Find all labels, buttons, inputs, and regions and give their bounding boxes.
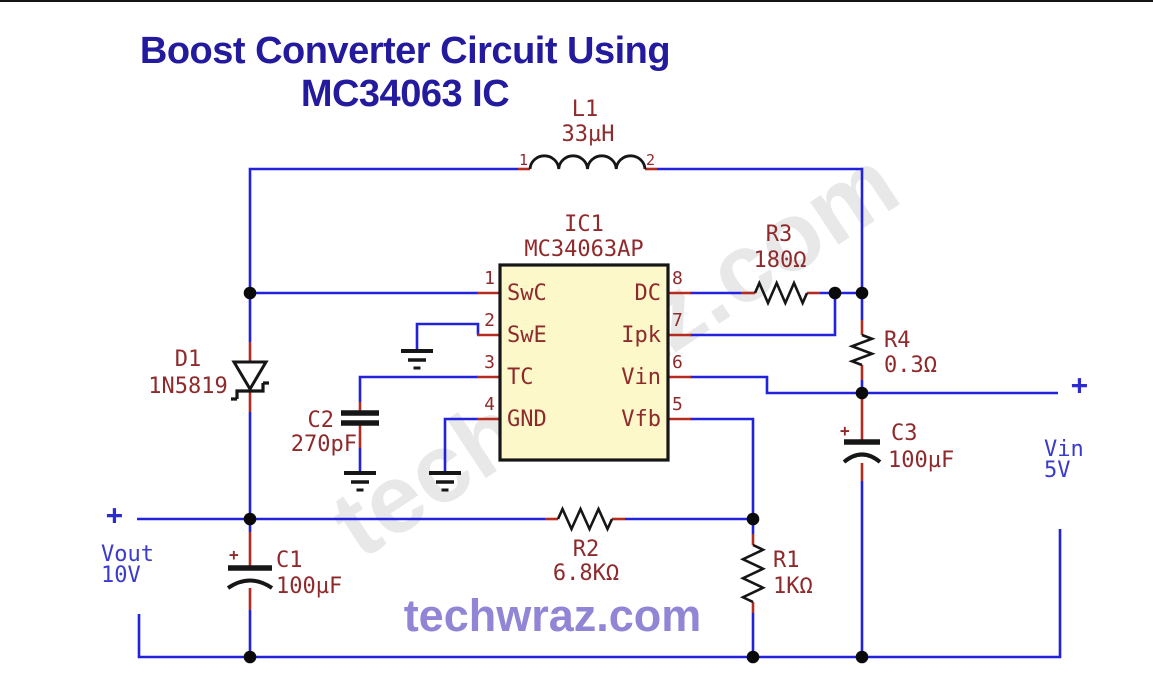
r3-ref: R3 [765,222,793,247]
ground-symbol-swe [401,349,433,370]
l1-pin2-number: 2 [646,151,656,169]
junction-dot [855,650,869,664]
junction-dot [243,286,257,300]
junction-dot [746,650,760,664]
pin-number-7: 7 [672,310,683,331]
ic-part: MC34063AP [524,237,644,262]
c2-ref: C2 [307,408,335,433]
c1-ref: C1 [276,548,303,573]
d1-ref: D1 [174,347,202,372]
pin-name-dc: DC [634,281,662,306]
c3-plus-sign: + [840,421,850,440]
wire-top-right [657,167,864,293]
r4-ref: R4 [884,328,911,353]
c1-plus-sign: + [229,545,239,564]
pin-number-4: 4 [484,394,495,415]
r1-ref: R1 [773,548,800,573]
wire-ipk [690,293,837,337]
pin-name-vfb: Vfb [621,407,661,432]
capacitor-c3-curve [842,452,882,464]
junction-dot [746,512,760,526]
wire-swe-gnd [415,322,480,351]
pin-number-1: 1 [484,268,495,289]
pin-name-gnd: GND [507,407,547,432]
junction-dot [828,286,842,300]
vin-plus-terminal: + [1071,368,1088,401]
r3-value: 180Ω [753,248,807,273]
resistor-r2 [556,505,614,533]
c3-ref: C3 [891,421,918,446]
footer-watermark: techwraz.com [403,590,702,641]
pin-number-6: 6 [672,352,683,373]
c3-value: 100µF [888,448,955,473]
wire-tc-c2 [358,375,478,402]
junction-dot [243,512,257,526]
component-bodies [226,154,882,604]
pin-number-3: 3 [484,352,495,373]
page-title: Boost Converter Circuit Using MC34063 IC [139,30,671,115]
ground-symbol-gndpin [429,471,461,492]
vout-net-label: Vout [101,542,154,567]
junction-dot [855,286,869,300]
pin-name-tc: TC [507,365,534,390]
pin-name-swe: SwE [507,323,547,348]
c1-value: 100µF [276,574,343,599]
d1-value: 1N5819 [148,374,228,399]
junction-dot [855,386,869,400]
junction-dot [243,650,257,664]
pin-name-ipk: Ipk [621,323,661,348]
vin-net-label: Vin [1044,437,1084,462]
l1-pin1-number: 1 [518,151,528,169]
wires [137,167,1062,659]
wire-vfb [690,417,755,519]
vin-voltage: 5V [1044,458,1071,483]
c2-value: 270pF [290,432,357,457]
ground-symbol-c2 [344,471,376,492]
diode-d1-cathode [235,383,265,399]
diode-d1-hooks [231,381,269,401]
pin-number-8: 8 [672,268,683,289]
vout-plus-terminal: + [106,498,123,531]
l1-ref: L1 [571,97,599,122]
diode-d1 [231,360,269,392]
r2-value: 6.8KΩ [552,561,620,586]
wire-bottom-rail [137,529,1062,659]
pin-number-5: 5 [672,394,683,415]
junction-dots [243,286,869,664]
vout-voltage: 10V [101,563,141,588]
wire-gndpin [443,417,478,473]
pin-stubs [248,167,864,613]
wire-vin-pin [690,375,1058,395]
r4-value: 0.3Ω [884,353,937,378]
resistor-r1 [739,543,767,604]
r1-value: 1KΩ [773,574,813,599]
ic-body [498,263,670,462]
pin-number-2: 2 [484,310,495,331]
inductor-l1 [528,154,647,170]
ic-ref: IC1 [564,212,604,237]
pin-name-vin: Vin [621,365,661,390]
l1-value: 33µH [561,122,615,147]
capacitor-c1-curve [226,578,274,590]
pin-name-swc: SwC [507,281,547,306]
r2-ref: R2 [572,537,600,562]
resistor-r4 [848,333,876,367]
wire-top-left [248,167,518,342]
resistor-r3 [753,279,809,307]
